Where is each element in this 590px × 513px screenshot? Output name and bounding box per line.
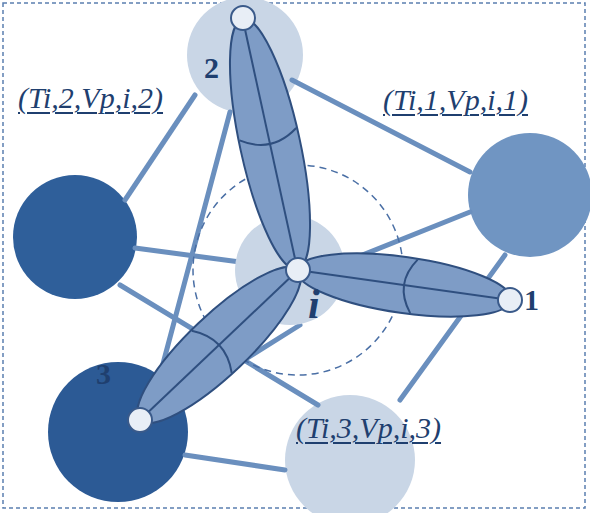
node-circle: i bbox=[235, 215, 345, 325]
callout-number: 1 bbox=[524, 282, 539, 318]
state-label: (Ti,3,Vp,i,3) bbox=[296, 410, 441, 446]
state-label: (Ti,2,Vp,i,2) bbox=[18, 80, 163, 116]
node-label: i bbox=[308, 283, 320, 325]
state-label: (Ti,1,Vp,i,1) bbox=[383, 82, 528, 118]
callout-number: 2 bbox=[204, 50, 219, 86]
callout-number: 3 bbox=[96, 356, 111, 392]
